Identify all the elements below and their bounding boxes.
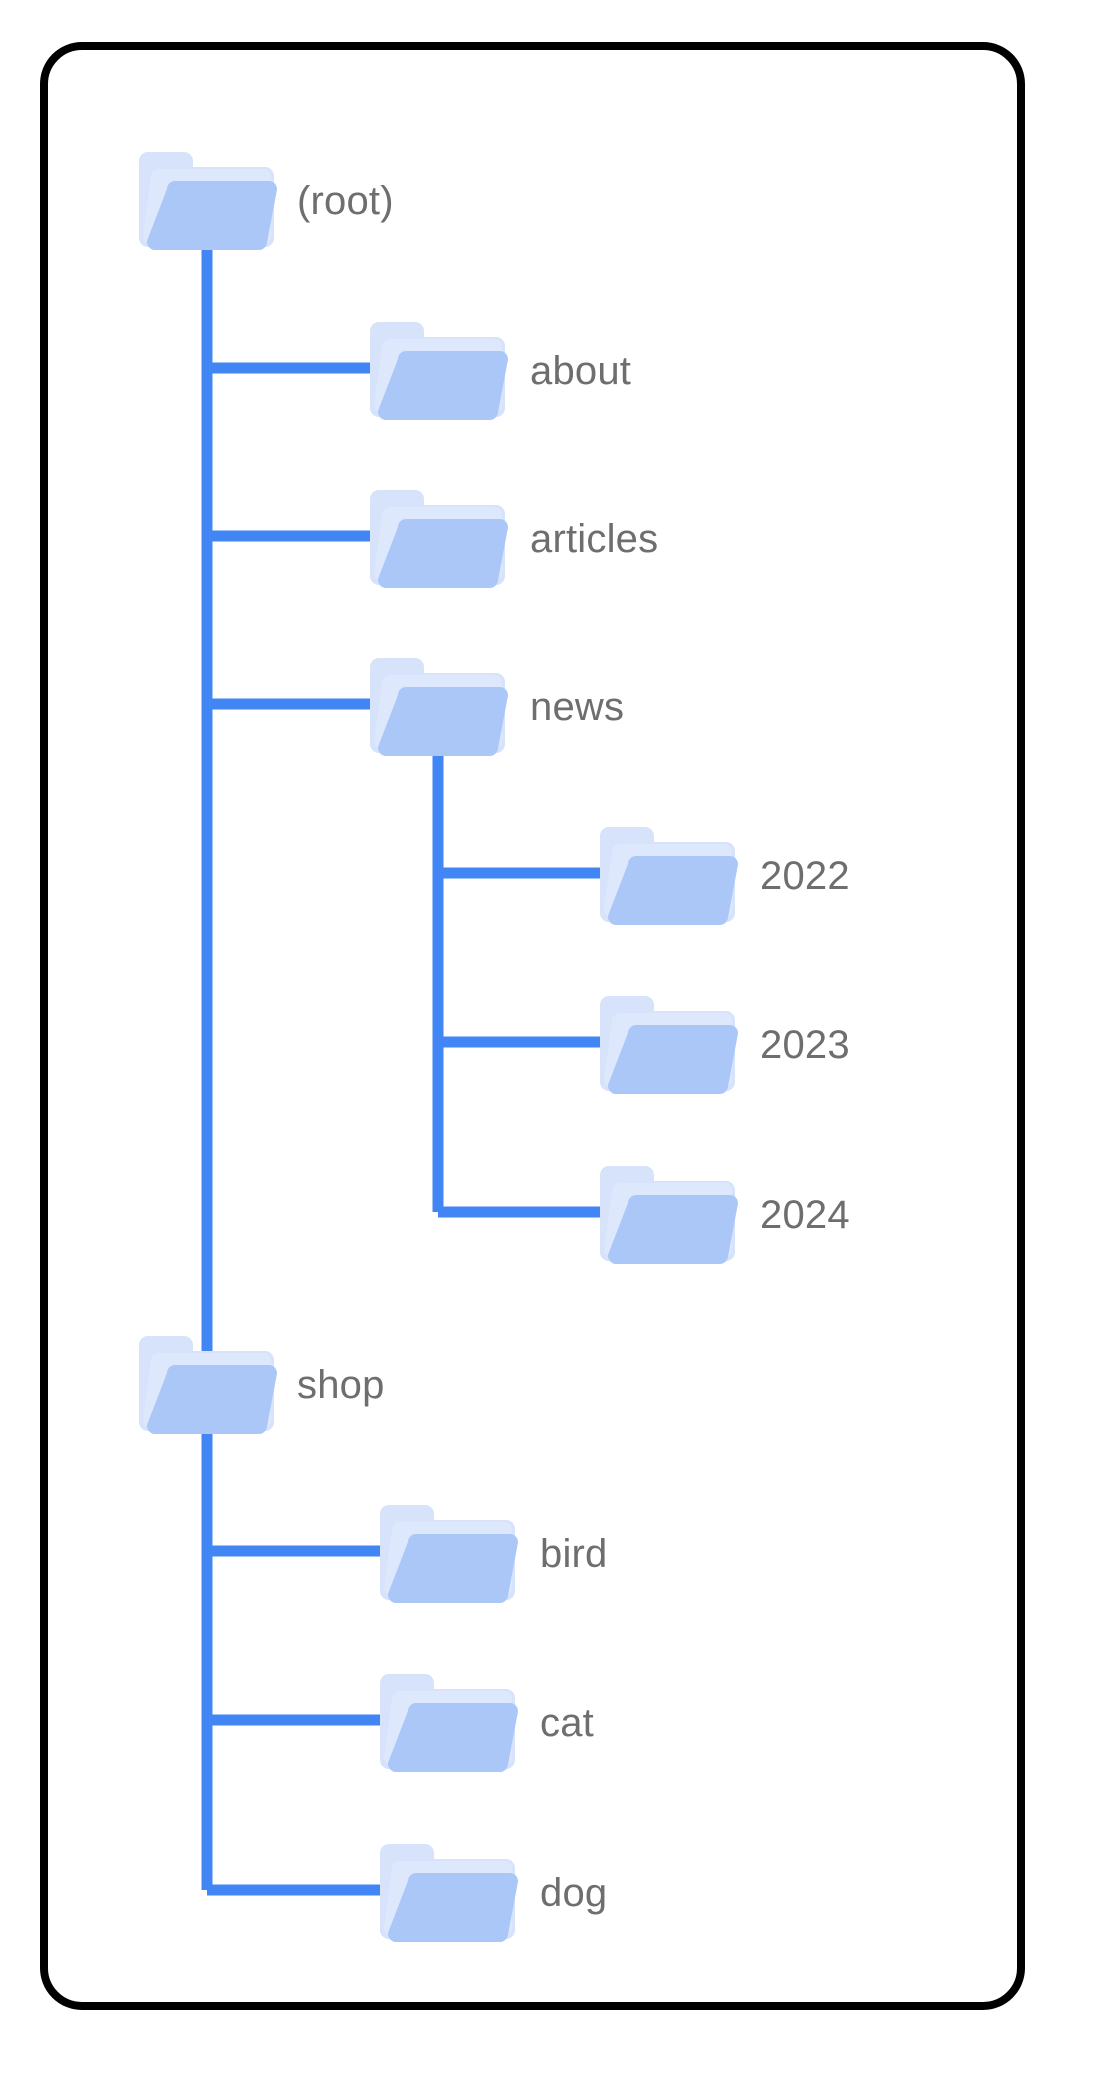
tree-node-label: 2024	[760, 1192, 850, 1237]
folder-icon	[368, 481, 508, 596]
tree-node-2022[interactable]: 2022	[598, 818, 850, 933]
folder-icon	[598, 1157, 738, 1272]
tree-node-label: shop	[297, 1362, 385, 1407]
tree-node-label: news	[530, 684, 625, 729]
folder-icon	[378, 1835, 518, 1950]
tree-node-root[interactable]: (root)	[137, 143, 394, 258]
tree-node-label: bird	[540, 1531, 608, 1576]
folder-icon	[378, 1496, 518, 1611]
tree-node-cat[interactable]: cat	[378, 1665, 594, 1780]
tree-node-label: about	[530, 348, 632, 393]
tree-node-bird[interactable]: bird	[378, 1496, 608, 1611]
tree-node-2024[interactable]: 2024	[598, 1157, 850, 1272]
folder-icon	[598, 818, 738, 933]
tree-node-news[interactable]: news	[368, 649, 624, 764]
tree-node-label: 2023	[760, 1022, 850, 1067]
tree-node-label: 2022	[760, 853, 850, 898]
tree-node-label: articles	[530, 516, 659, 561]
folder-icon	[137, 1327, 277, 1442]
folder-icon	[368, 649, 508, 764]
folder-icon	[378, 1665, 518, 1780]
tree-node-dog[interactable]: dog	[378, 1835, 607, 1950]
tree-node-label: (root)	[297, 178, 394, 223]
folder-icon	[137, 143, 277, 258]
tree-node-2023[interactable]: 2023	[598, 987, 850, 1102]
tree-node-about[interactable]: about	[368, 313, 631, 428]
tree-node-articles[interactable]: articles	[368, 481, 658, 596]
tree-node-shop[interactable]: shop	[137, 1327, 385, 1442]
tree-node-label: cat	[540, 1700, 594, 1745]
folder-icon	[368, 313, 508, 428]
tree-node-label: dog	[540, 1870, 608, 1915]
folder-icon	[598, 987, 738, 1102]
